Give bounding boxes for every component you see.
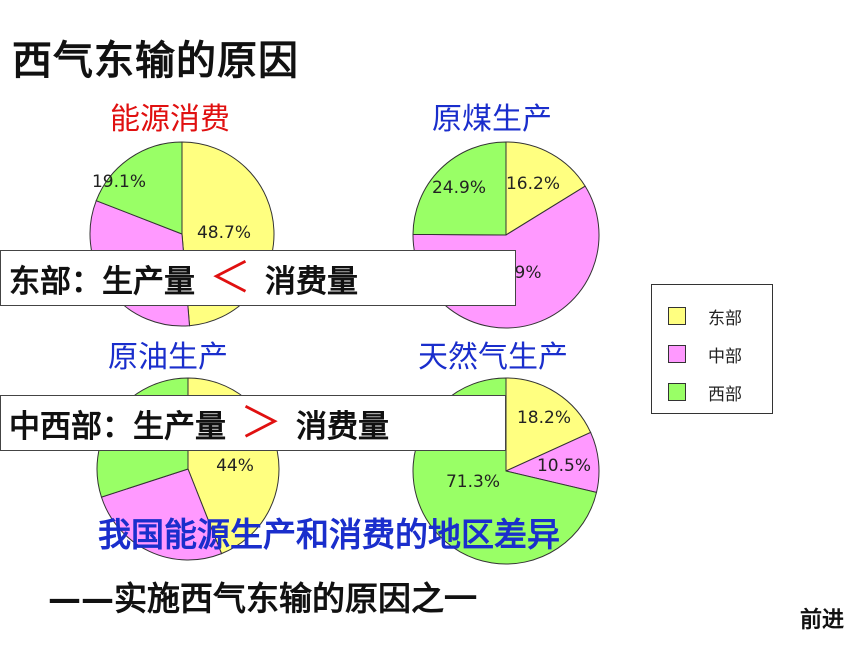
caption: 我国能源生产和消费的地区差异 — [98, 515, 560, 554]
subcaption: ——实施西气东输的原因之一 — [48, 579, 477, 618]
callout-central-west-left: 中西部：生产量 — [9, 408, 226, 445]
pie-slice-east — [505, 377, 592, 472]
greater-than-sign: ＞ — [240, 398, 283, 447]
pie-slice-west — [412, 141, 507, 236]
legend-swatch-west — [668, 383, 686, 401]
pie-label-east: 48.7% — [197, 223, 251, 243]
callout-central-west-right: 消费量 — [296, 408, 390, 445]
legend-label-east: 东部 — [708, 308, 742, 329]
pie-label-west: 71.3% — [446, 472, 500, 492]
pie-title-gas-production: 天然气生产 — [418, 340, 568, 375]
pie-label-east: 16.2% — [506, 174, 560, 194]
legend-swatch-central — [668, 345, 686, 363]
pie-slice-east — [505, 141, 586, 236]
pie-label-west: 19.1% — [92, 172, 146, 192]
pie-label-central: 9% — [515, 263, 542, 283]
pie-label-east: 18.2% — [517, 408, 571, 428]
callout-east: 东部：生产量 ＜ 消费量 — [0, 250, 516, 306]
pie-label-west: 24.9% — [432, 178, 486, 198]
legend: 东部 中部 西部 — [651, 284, 773, 414]
pie-label-east: 44% — [216, 456, 254, 476]
less-than-sign: ＜ — [209, 253, 252, 302]
pie-title-oil-production: 原油生产 — [108, 340, 228, 375]
legend-item-west: 西部 — [652, 373, 772, 411]
callout-east-left: 东部：生产量 — [9, 263, 195, 300]
page-title: 西气东输的原因 — [12, 38, 299, 84]
pie-slice-central — [100, 468, 223, 561]
pie-title-coal-production: 原煤生产 — [432, 102, 552, 137]
pie-slice-west — [95, 141, 183, 235]
legend-item-central: 中部 — [652, 335, 772, 373]
next-link[interactable]: 前进 — [800, 608, 845, 633]
legend-swatch-east — [668, 307, 686, 325]
pie-title-energy-consumption: 能源消费 — [110, 102, 230, 137]
legend-item-east: 东部 — [652, 297, 772, 335]
legend-label-west: 西部 — [708, 384, 742, 405]
legend-label-central: 中部 — [708, 346, 742, 367]
callout-east-right: 消费量 — [265, 263, 359, 300]
pie-label-central: 10.5% — [537, 456, 591, 476]
callout-central-west: 中西部：生产量 ＞ 消费量 — [0, 395, 506, 451]
